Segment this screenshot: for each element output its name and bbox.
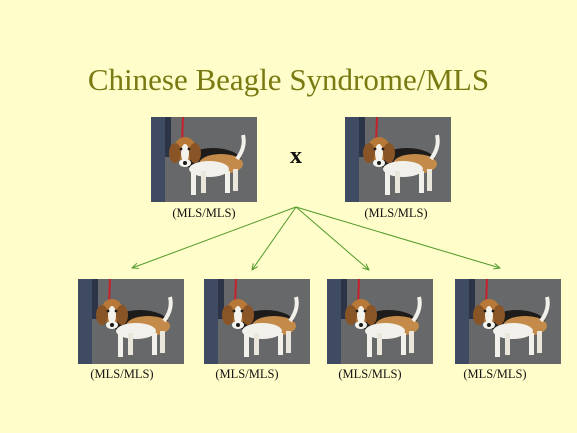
offspring-1-genotype: (MLS/MLS) bbox=[90, 367, 154, 381]
offspring-3-genotype: (MLS/MLS) bbox=[338, 367, 402, 381]
arrow-to-offspring-1 bbox=[132, 206, 297, 268]
cross-symbol: x bbox=[290, 143, 302, 169]
offspring-4-genotype: (MLS/MLS) bbox=[463, 367, 527, 381]
offspring-4-photo bbox=[455, 279, 561, 364]
parent-1-genotype: (MLS/MLS) bbox=[172, 206, 236, 220]
offspring-1-photo bbox=[78, 279, 184, 364]
parent-2-genotype: (MLS/MLS) bbox=[364, 206, 428, 220]
arrow-to-offspring-2 bbox=[252, 206, 297, 270]
offspring-3-photo bbox=[327, 279, 433, 364]
slide-title: Chinese Beagle Syndrome/MLS bbox=[87, 62, 490, 97]
offspring-2-genotype: (MLS/MLS) bbox=[215, 367, 279, 381]
arrow-to-offspring-3 bbox=[295, 206, 369, 270]
offspring-2-photo bbox=[204, 279, 310, 364]
arrow-to-offspring-4 bbox=[295, 206, 500, 268]
